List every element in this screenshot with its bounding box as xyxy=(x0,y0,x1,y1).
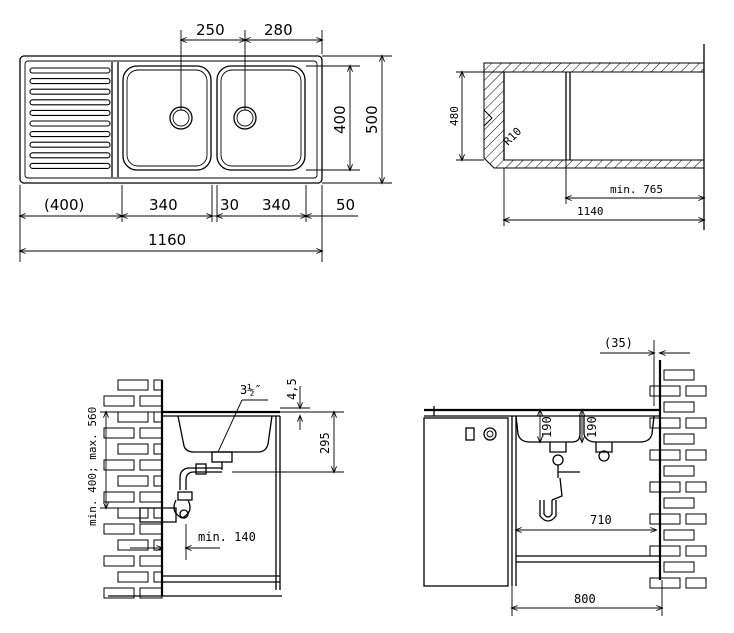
dim-drainboard: (400) xyxy=(44,196,84,214)
dim-min140: min. 140 xyxy=(198,530,256,544)
sink-rim xyxy=(24,60,318,179)
brick-wall-right xyxy=(649,369,707,589)
dim-1140: 1140 xyxy=(577,205,604,218)
dim-480: 480 xyxy=(448,106,461,126)
dim-total: 1160 xyxy=(148,231,186,249)
dim-710: 710 xyxy=(590,513,612,527)
plan-view: 250 280 400 500 (400) 340 30 340 50 1160 xyxy=(20,21,392,262)
dim-min765: min. 765 xyxy=(610,183,663,196)
appliance xyxy=(423,417,509,587)
dim-35: (35) xyxy=(604,336,633,350)
dim-190-left: 190 xyxy=(540,416,554,438)
dim-height-range: min. 400; max. 560 xyxy=(86,407,99,526)
wall-connector xyxy=(139,507,177,523)
left-bowl xyxy=(122,65,212,171)
cutout-section: 480 R10 min. 765 1140 xyxy=(448,44,704,230)
u-trap xyxy=(539,500,557,522)
dim-4-5: 4,5 xyxy=(285,378,299,400)
outlet-pipe xyxy=(179,467,222,490)
dim-280: 280 xyxy=(264,21,293,39)
side-install-view: 3½″ 4,5 295 min. 400; max. 560 min. 140 xyxy=(86,378,344,599)
drain-body xyxy=(211,451,233,463)
brick-wall-left xyxy=(103,379,163,599)
sink-outline xyxy=(19,55,323,184)
dim-bowl1: 340 xyxy=(149,196,178,214)
front-install-view: 190 190 710 800 (35) xyxy=(423,336,707,616)
bowl-profile xyxy=(177,415,273,453)
dim-400: 400 xyxy=(331,105,349,134)
dim-gap: 30 xyxy=(220,196,239,214)
right-bowl xyxy=(216,65,306,171)
dim-500: 500 xyxy=(363,105,381,134)
dim-250: 250 xyxy=(196,21,225,39)
dim-edge: 50 xyxy=(336,196,355,214)
dim-800: 800 xyxy=(574,592,596,606)
pipe-size: 3½″ xyxy=(240,383,262,397)
dim-295: 295 xyxy=(318,432,332,454)
front-bowl-right xyxy=(583,415,655,443)
dim-190-right: 190 xyxy=(585,416,599,438)
front-trap xyxy=(551,477,563,501)
dim-bowl2: 340 xyxy=(262,196,291,214)
drainer-ribs xyxy=(29,62,119,177)
